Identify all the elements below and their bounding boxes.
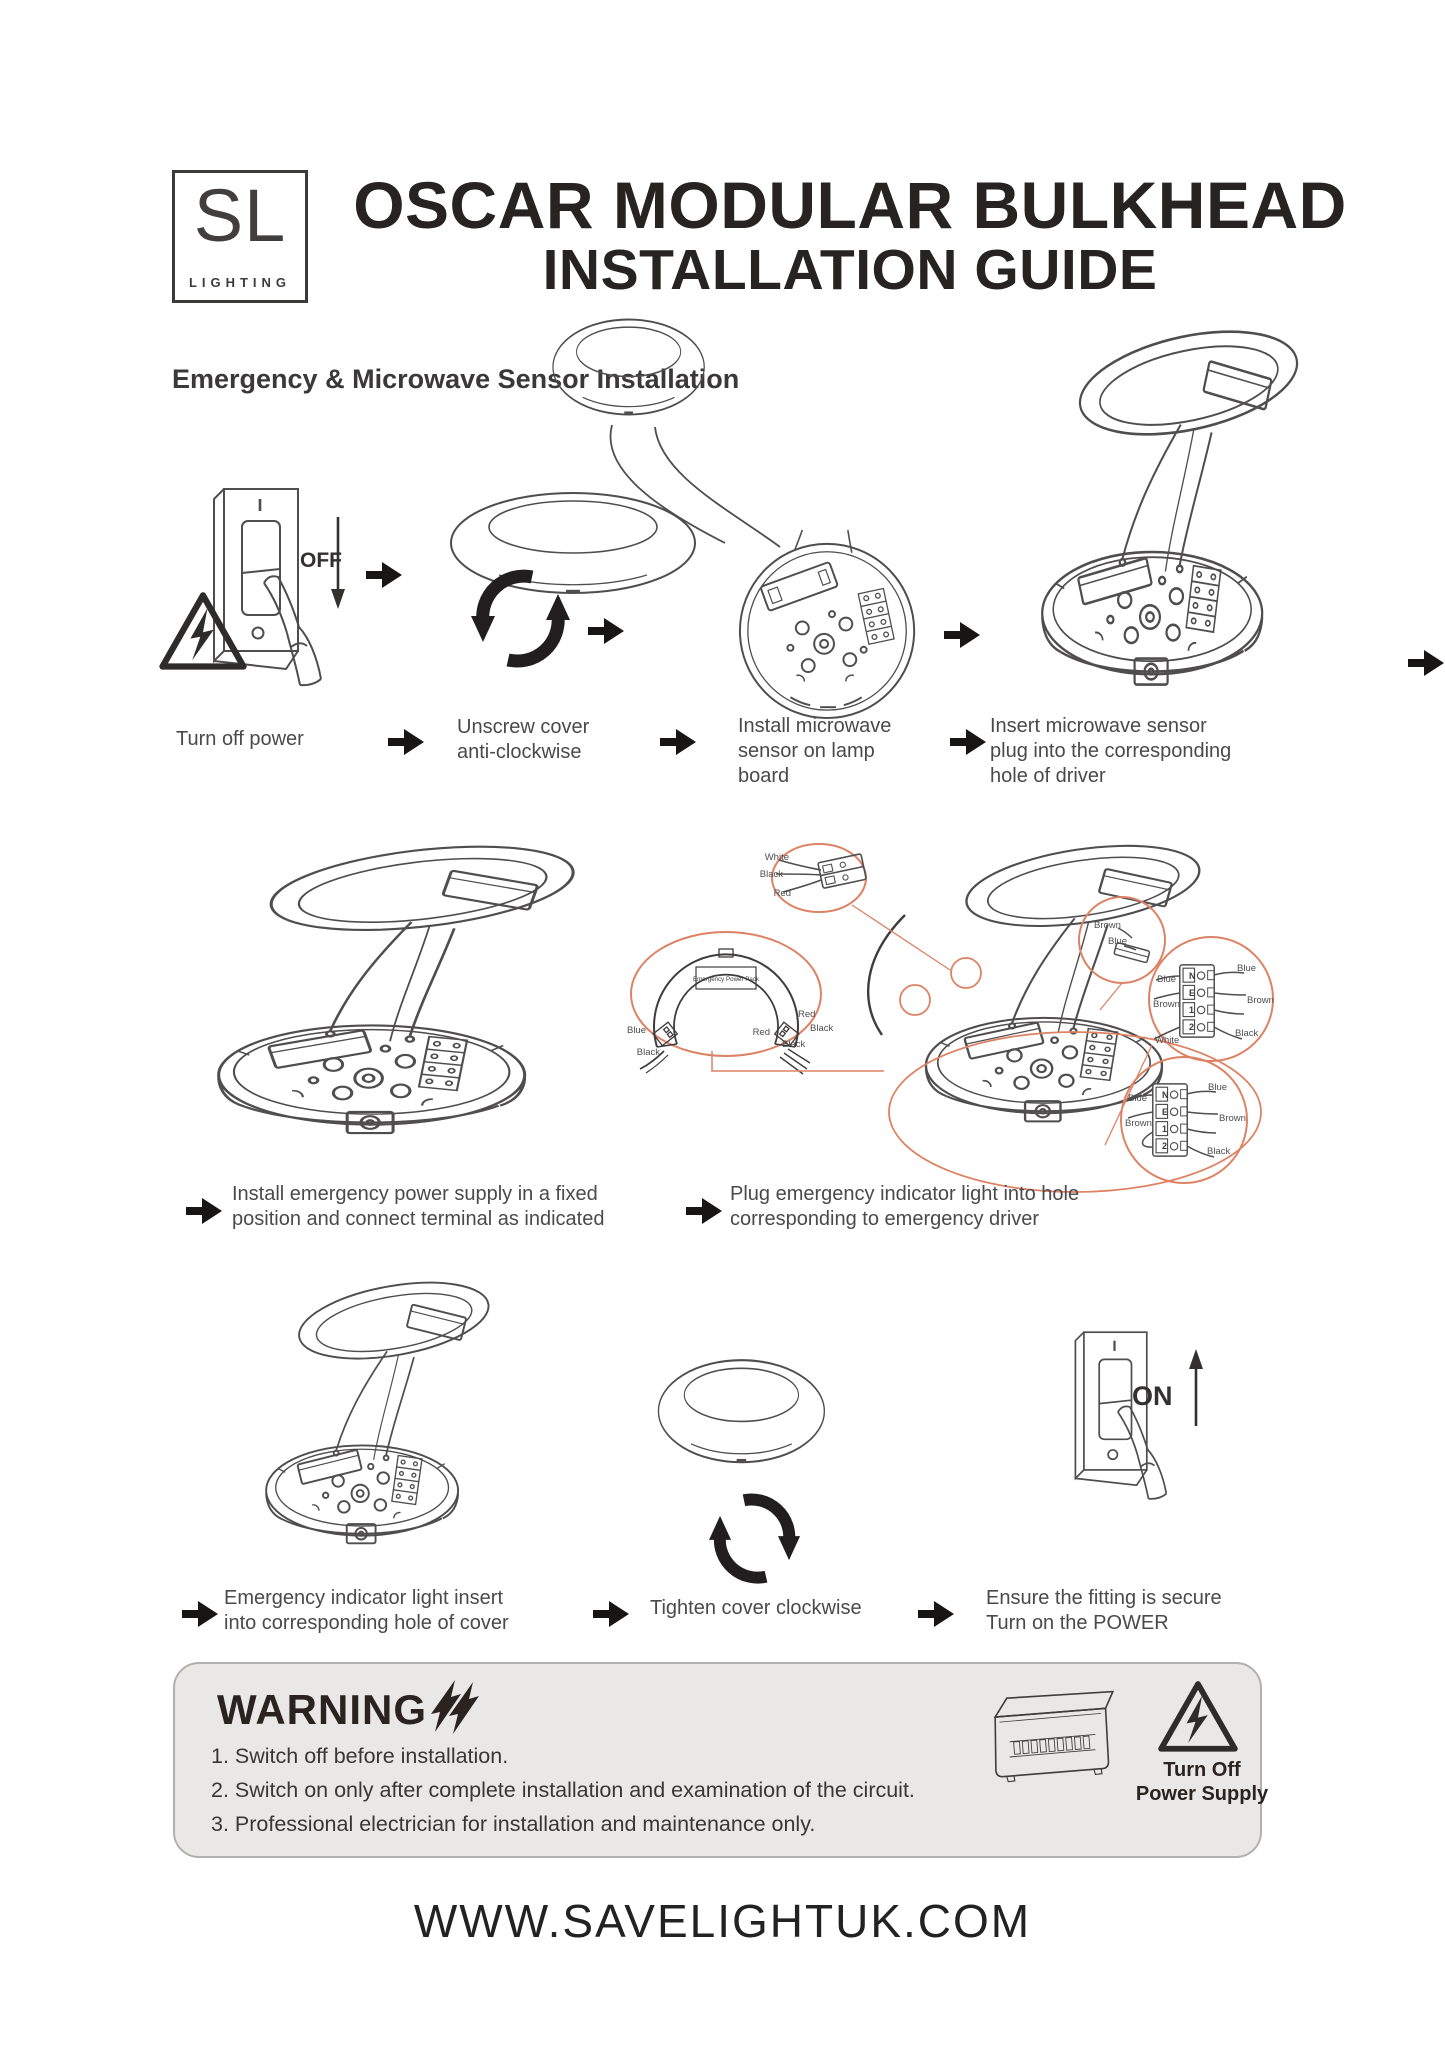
document-title: OSCAR MODULAR BULKHEAD — [353, 168, 1347, 242]
wire-label: Brown — [1247, 995, 1274, 1006]
callout-terminal-area — [888, 1031, 1262, 1193]
terminal-label: 1 — [1189, 1005, 1194, 1015]
step-row-1-illustrations: OFF — [0, 313, 1444, 720]
wire-label: Brown — [1219, 1113, 1246, 1124]
switch-off-label: OFF — [300, 549, 342, 572]
website-url: WWW.SAVELIGHTUK.COM — [413, 1895, 1032, 1947]
section-heading: Emergency & Microwave Sensor Installatio… — [172, 364, 740, 394]
electric-warning-triangle-icon — [163, 595, 244, 666]
illustration-cover — [657, 1358, 826, 1464]
logo-monogram: SL — [193, 174, 287, 257]
step-arrow-icon — [182, 1601, 218, 1627]
step-arrow-icon — [950, 729, 986, 755]
warning-title: WARNING — [217, 1686, 427, 1733]
step-arrow-icon — [186, 1198, 222, 1224]
warning-item: 2. Switch on only after complete install… — [211, 1778, 915, 1802]
step-arrow-icon — [588, 618, 624, 644]
step-arrow-icon — [660, 729, 696, 755]
terminal-label: E — [1162, 1107, 1168, 1117]
wire-label: Red — [798, 1009, 815, 1020]
illustration-switch-off: OFF — [212, 487, 345, 687]
wire-label: Black — [810, 1023, 833, 1034]
document-subtitle: INSTALLATION GUIDE — [542, 238, 1158, 303]
step-arrow-icon — [918, 1601, 954, 1627]
illustration-indicator-into-cover — [265, 1268, 496, 1545]
warning-list: 1. Switch off before installation. 2. Sw… — [211, 1744, 971, 1846]
step-caption: Turn off power — [176, 728, 304, 750]
warning-item: 1. Switch off before installation. — [211, 1744, 509, 1768]
step-arrow-icon — [686, 1198, 722, 1224]
wire-label: Brown — [1125, 1118, 1152, 1129]
turn-off-power-label: Turn Off Power Supply — [1135, 1759, 1269, 1805]
callout-indicator-light-wiring: Brown Blue — [1078, 896, 1166, 1011]
step-caption: Unscrew cover anti-clockwise — [457, 716, 590, 764]
pack-label: Emergency Power Pack — [693, 976, 760, 983]
terminal-label: 2 — [1189, 1022, 1194, 1032]
terminal-label: E — [1189, 988, 1195, 998]
step-arrow-icon — [388, 729, 424, 755]
consumer-unit-icon — [994, 1690, 1114, 1783]
lightning-bolts-icon — [431, 1680, 479, 1734]
illustration-switch-on: ON — [1074, 1331, 1203, 1501]
callout-emergency-power-pack: Emergency Power Pack Blue Black Red Blac… — [627, 931, 884, 1075]
brand-logo: SL LIGHTING — [172, 170, 308, 303]
switch-on-label: ON — [1132, 1381, 1173, 1411]
clockwise-rotation-icon — [709, 1500, 800, 1578]
terminal-label: N — [1162, 1090, 1169, 1100]
illustration-emergency-power-supply — [217, 831, 584, 1135]
terminal-label: 2 — [1162, 1141, 1167, 1151]
callout-terminal-block-top: N E 1 2 Blue Brown White Blue Brown Blac… — [1148, 936, 1274, 1062]
wire-label: Blue — [1108, 936, 1127, 947]
wire-label: Black — [1207, 1146, 1230, 1157]
wire-label: Blue — [1237, 963, 1256, 974]
step-arrow-icon — [366, 562, 402, 588]
wire-label: Blue — [1128, 1093, 1147, 1104]
illustration-insert-sensor-plug — [1040, 313, 1306, 686]
wire-label: Brown — [1094, 920, 1121, 931]
wire-label: White — [1155, 1035, 1179, 1046]
callout-sensor-plug-wiring: White Black Red — [760, 843, 951, 971]
wire-label: Black — [782, 1039, 805, 1050]
callout-plug-hole — [899, 984, 931, 1016]
illustration-cover — [449, 491, 697, 595]
wire-label: Brown — [1153, 999, 1180, 1010]
wire-label: Black — [637, 1047, 660, 1058]
terminal-label: N — [1189, 971, 1196, 981]
step-arrow-icon — [944, 622, 980, 648]
step-arrow-icon — [593, 1601, 629, 1627]
wire-label: Blue — [1157, 974, 1176, 985]
step-caption: Insert microwave sensor plug into the co… — [990, 715, 1232, 788]
electric-warning-triangle-icon — [1157, 1678, 1239, 1754]
wire-label: White — [765, 852, 789, 863]
callout-terminal-block-bottom: N E 1 2 Blue Brown Blue Brown Black — [1120, 1056, 1248, 1184]
wire-label: Blue — [1208, 1082, 1227, 1093]
warning-box: WARNING 1. Switch off before installatio… — [173, 1662, 1268, 1858]
step-caption: Install microwave sensor on lamp board — [738, 715, 892, 788]
down-arrow-icon — [331, 589, 345, 609]
illustration-sensor-on-lamp-board — [551, 318, 916, 720]
wire-label: Black — [760, 869, 783, 880]
step-caption: Emergency indicator light insert into co… — [224, 1587, 509, 1635]
wire-label: Red — [753, 1027, 770, 1038]
wire-label: Black — [1235, 1028, 1258, 1039]
step-caption: Ensure the fitting is secure Turn on the… — [986, 1587, 1222, 1635]
warning-item: 3. Professional electrician for installa… — [211, 1812, 816, 1836]
terminal-label: 1 — [1162, 1124, 1167, 1134]
up-arrow-icon — [1189, 1349, 1203, 1369]
document-title-block: OSCAR MODULAR BULKHEAD INSTALLATION GUID… — [350, 168, 1350, 303]
wire-label: Blue — [627, 1025, 646, 1036]
step-row-3-illustrations: ON — [265, 1268, 1203, 1600]
step-arrow-icon — [1408, 650, 1444, 676]
logo-wordmark: LIGHTING — [188, 275, 292, 290]
step-row-2-illustrations: White Black Red Emergency Power Pack — [217, 831, 1274, 1193]
wire-label: Red — [774, 888, 791, 899]
step-caption: Tighten cover clockwise — [650, 1597, 862, 1619]
callout-plug-hole — [950, 957, 982, 989]
step-caption: Plug emergency indicator light into hole… — [730, 1183, 1080, 1231]
step-caption: Install emergency power supply in a fixe… — [232, 1183, 605, 1231]
